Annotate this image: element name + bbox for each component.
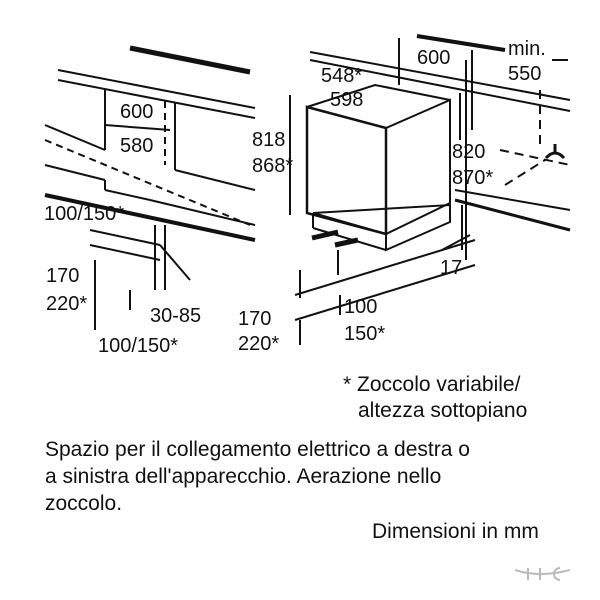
appliance-height-a: 818 [252, 129, 285, 151]
footnote-line-2: altezza sottopiano [358, 399, 528, 422]
left-plinth-height-b: 220* [46, 293, 87, 315]
appliance-depth: 548* [321, 65, 362, 87]
left-plinth-depth-top: 100/150* [44, 203, 124, 225]
power-socket-icon [544, 144, 566, 160]
right-min-depth: 550 [508, 63, 541, 85]
right-drawing-lines [309, 34, 571, 260]
left-plinth-depth-bottom: 100/150* [98, 335, 178, 357]
description-line-1: Spazio per il collegamento elettrico a d… [45, 438, 470, 461]
ventilation-arrows [311, 229, 359, 248]
appliance-plinth-height-b: 220* [238, 333, 279, 355]
right-niche-height-b: 870* [452, 167, 493, 189]
left-inner-width: 580 [120, 135, 153, 157]
appliance-lines [289, 83, 476, 345]
left-plinth-height-a: 170 [46, 265, 79, 287]
right-min-label: min. [508, 38, 546, 60]
right-gap: 17 [440, 257, 462, 279]
units-label: Dimensioni in mm [372, 520, 539, 543]
right-niche-height-a: 820 [452, 141, 485, 163]
right-niche-width: 600 [417, 47, 450, 69]
left-drawing-lines [44, 45, 256, 330]
watermark-logo [514, 567, 571, 581]
left-niche-width: 600 [120, 101, 153, 123]
footnote-line-1: * Zoccolo variabile/ [343, 373, 521, 396]
appliance-plinth-depth-a: 100 [344, 296, 377, 318]
description-line-2: a sinistra dell'apparecchio. Aerazione n… [45, 465, 442, 488]
left-plinth-offset: 30-85 [150, 305, 201, 327]
appliance-height-b: 868* [252, 155, 293, 177]
appliance-plinth-depth-b: 150* [344, 323, 385, 345]
description-line-3: zoccolo. [45, 492, 123, 515]
appliance-plinth-height-a: 170 [238, 308, 271, 330]
appliance-width: 598 [330, 89, 363, 111]
